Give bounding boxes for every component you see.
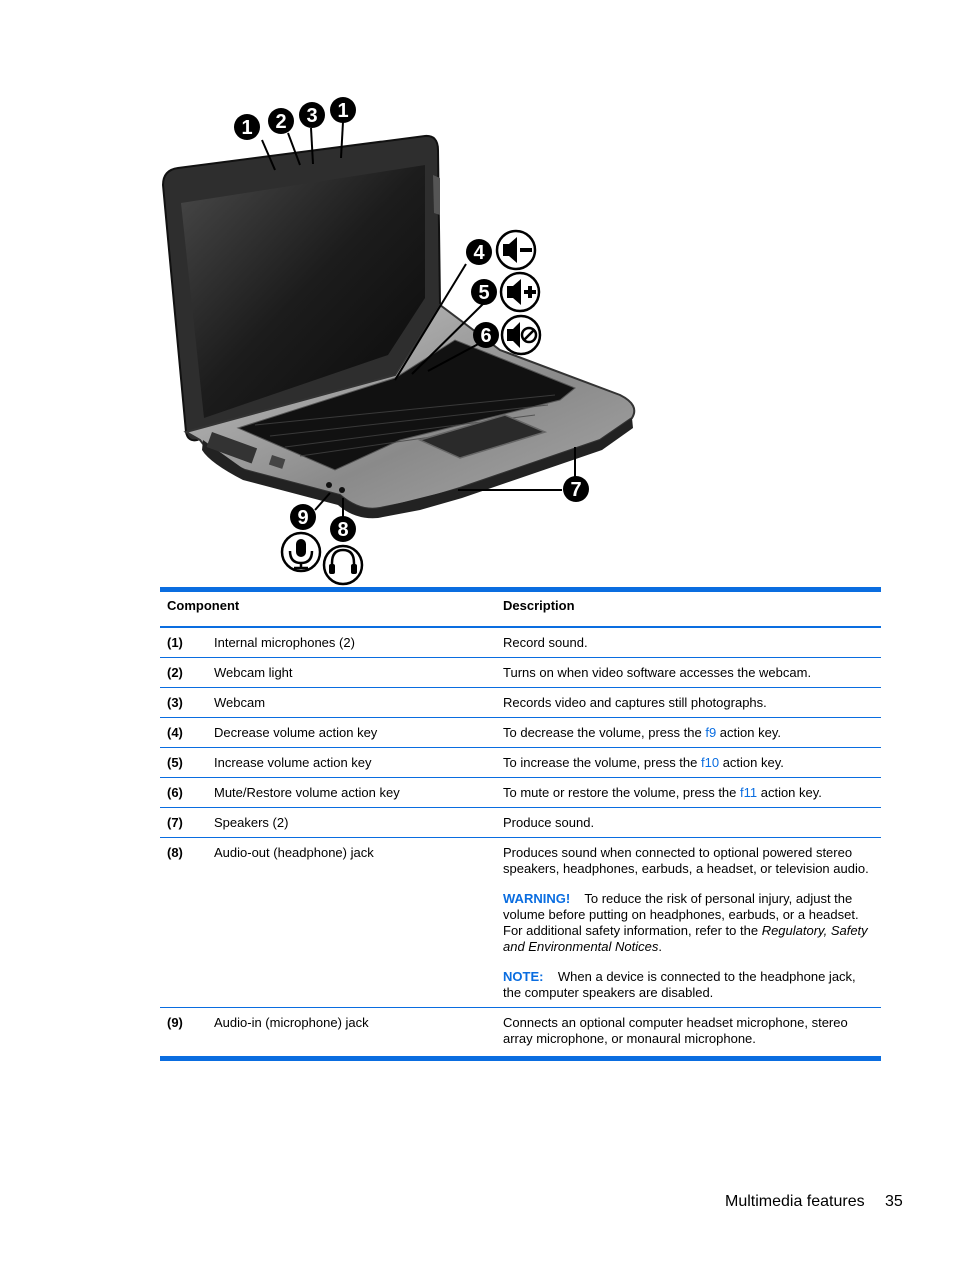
callout-number: 4 [473,242,485,264]
warning-reference: Regulatory, Safety and Environmental Not… [503,923,868,954]
volume-up-icon [499,271,541,313]
callout-number: 1 [337,100,348,122]
warning-label: WARNING! [503,891,571,906]
page-number: 35 [885,1193,903,1210]
callout-badge-9: 9 [290,504,316,530]
table-header-row: Component Description [160,589,881,627]
callout-badge-1a: 1 [234,114,260,140]
row-number: (2) [167,665,183,680]
row-component: Audio-in (microphone) jack [214,1015,369,1030]
table-row: (7) Speakers (2) Produce sound. [160,808,881,838]
row-number: (6) [167,785,183,800]
laptop-base [183,303,636,519]
row-number: (8) [167,845,183,860]
row-number: (9) [167,1015,183,1030]
row-number: (3) [167,695,183,710]
description-text: action key. [719,755,784,770]
description-text: action key. [716,725,781,740]
table-row: (2) Webcam light Turns on when video sof… [160,658,881,688]
row-description: Turns on when video software accesses th… [503,665,812,680]
description-text: To mute or restore the volume, press the [503,785,740,800]
header-component: Component [167,598,240,613]
callout-number: 9 [297,507,308,529]
row-component: Webcam light [214,665,293,680]
callout-number: 1 [241,117,252,139]
table-row: (1) Internal microphones (2) Record soun… [160,627,881,658]
row-description: Records video and captures still photogr… [503,695,767,710]
table-row: (3) Webcam Records video and captures st… [160,688,881,718]
volume-down-icon [495,229,537,271]
laptop-figure: 1 2 3 1 4 5 6 7 [150,95,650,587]
callout-lines [261,121,576,520]
warning-end: . [658,939,662,954]
callout-badge-2: 2 [268,108,294,134]
row-description: Produces sound when connected to optiona… [503,838,881,1008]
row-description: Connects an optional computer headset mi… [503,1015,848,1046]
description-text: To increase the volume, press the [503,755,701,770]
row-component: Audio-out (headphone) jack [214,845,374,860]
note: NOTE: When a device is connected to the … [503,969,875,1001]
laptop-display [161,134,442,442]
callout-number: 6 [480,325,491,347]
description-text: Produces sound when connected to optiona… [503,845,869,876]
callout-badge-4: 4 [466,239,492,265]
callout-number: 2 [275,111,286,133]
callout-badge-7: 7 [563,476,589,502]
callout-number: 3 [306,105,317,127]
warning-text: To reduce the risk of personal injury, a… [503,891,859,938]
row-number: (4) [167,725,183,740]
row-component: Increase volume action key [214,755,372,770]
row-number: (7) [167,815,183,830]
description-text: To decrease the volume, press the [503,725,706,740]
callout-badge-8: 8 [330,516,356,542]
key-link-f9[interactable]: f9 [705,725,717,740]
table-row: (5) Increase volume action key To increa… [160,748,881,778]
component-table: Component Description (1) Internal micro… [160,587,881,1061]
callout-number: 7 [570,479,581,501]
mute-icon [500,314,542,356]
row-number: (5) [167,755,183,770]
table-row: (9) Audio-in (microphone) jack Connects … [160,1008,881,1059]
microphone-icon [280,531,322,573]
callout-badge-1b: 1 [330,97,356,123]
callout-badge-5: 5 [471,279,497,305]
row-component: Decrease volume action key [214,725,378,740]
header-description: Description [503,598,575,613]
callout-number: 5 [478,282,489,304]
key-link-f11[interactable]: f11 [740,785,758,800]
row-component: Mute/Restore volume action key [214,785,400,800]
footer-section-title: Multimedia features [725,1193,865,1210]
callout-number: 8 [337,519,348,541]
table-row: (8) Audio-out (headphone) jack Produces … [160,838,881,1008]
description-text: action key. [757,785,822,800]
key-link-f10[interactable]: f10 [701,755,720,770]
note-text: When a device is connected to the headph… [503,969,856,1000]
table-row: (4) Decrease volume action key To decrea… [160,718,881,748]
headphone-icon [322,544,364,586]
row-number: (1) [167,635,183,650]
callout-badge-3: 3 [299,102,325,128]
callout-badge-6: 6 [473,322,499,348]
row-description: Produce sound. [503,815,595,830]
warning-note: WARNING! To reduce the risk of personal … [503,891,875,955]
note-label: NOTE: [503,969,544,984]
row-component: Internal microphones (2) [214,635,355,650]
row-description: To decrease the volume, press the f9 act… [503,718,881,748]
row-description: Record sound. [503,635,588,650]
row-description: To increase the volume, press the f10 ac… [503,748,881,778]
table-row: (6) Mute/Restore volume action key To mu… [160,778,881,808]
row-component: Speakers (2) [214,815,289,830]
row-description: To mute or restore the volume, press the… [503,778,881,808]
row-component: Webcam [214,695,266,710]
